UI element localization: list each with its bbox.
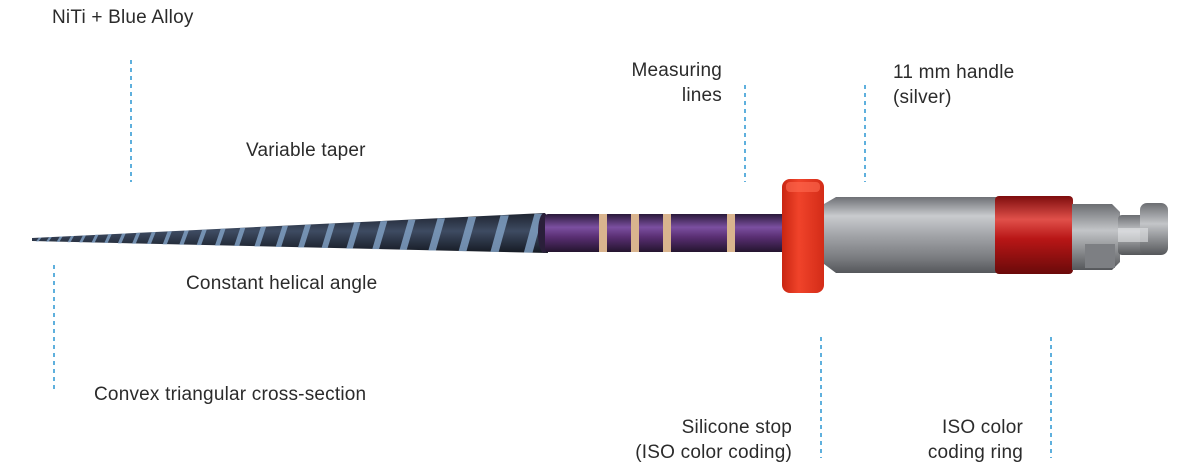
flute-highlight xyxy=(428,218,445,251)
flute-highlight xyxy=(346,222,361,249)
measuring-line xyxy=(631,214,639,252)
flute-highlight xyxy=(523,213,544,253)
flute-highlight xyxy=(79,235,86,243)
flute-highlight xyxy=(298,224,311,248)
flute-highlight xyxy=(275,225,288,247)
silicone-stop xyxy=(782,179,824,293)
label-measuring-line-2: lines xyxy=(681,85,722,106)
flute-highlight xyxy=(321,223,336,249)
flute-highlight xyxy=(399,219,416,250)
label-iso-ring: ISO color coding ring xyxy=(880,415,1023,465)
helical-flutes xyxy=(36,213,544,253)
flute-highlight xyxy=(56,236,63,242)
flute-highlight xyxy=(234,227,246,247)
fluted-blade xyxy=(32,213,550,253)
label-stop-line-2: (ISO color coding) xyxy=(635,442,792,463)
label-handle: 11 mm handle (silver) xyxy=(893,60,1014,110)
label-cross-section: Convex triangular cross-section xyxy=(94,384,367,405)
label-variable-taper: Variable taper xyxy=(246,140,366,161)
measuring-line xyxy=(599,214,607,252)
measuring-lines xyxy=(599,214,735,252)
flute-highlight xyxy=(146,232,156,245)
label-stop-line-1: Silicone stop xyxy=(681,417,792,438)
label-silicone-stop: Silicone stop (ISO color coding) xyxy=(560,415,792,465)
label-alloy: NiTi + Blue Alloy xyxy=(52,7,194,28)
flute-highlight xyxy=(490,215,509,252)
flute-highlight xyxy=(458,216,477,252)
flute-highlight xyxy=(132,232,141,244)
label-measuring-lines: Measuring lines xyxy=(560,58,722,108)
label-measuring-line-1: Measuring xyxy=(631,60,722,81)
flute-highlight xyxy=(162,231,172,245)
flute-highlight xyxy=(214,228,226,246)
flute-highlight xyxy=(117,233,126,244)
measuring-line xyxy=(663,214,671,252)
label-ring-line-2: coding ring xyxy=(927,442,1023,463)
leader-lines xyxy=(53,60,1052,458)
flute-highlight xyxy=(36,237,42,242)
flute-highlight xyxy=(91,234,99,243)
flute-highlight xyxy=(372,221,388,250)
measuring-line xyxy=(727,214,735,252)
flute-highlight xyxy=(254,226,267,247)
flute-highlight xyxy=(196,229,207,246)
handle xyxy=(824,196,1168,274)
label-ring-line-1: ISO color xyxy=(942,417,1023,438)
label-helical-angle: Constant helical angle xyxy=(186,273,378,294)
iso-color-ring xyxy=(995,196,1073,274)
label-handle-line-1: 11 mm handle xyxy=(893,62,1015,83)
label-handle-line-2: (silver) xyxy=(893,87,952,108)
flute-highlight xyxy=(67,235,74,243)
flute-highlight xyxy=(179,230,189,245)
flute-highlight xyxy=(104,234,112,244)
flute-highlight xyxy=(46,237,52,242)
